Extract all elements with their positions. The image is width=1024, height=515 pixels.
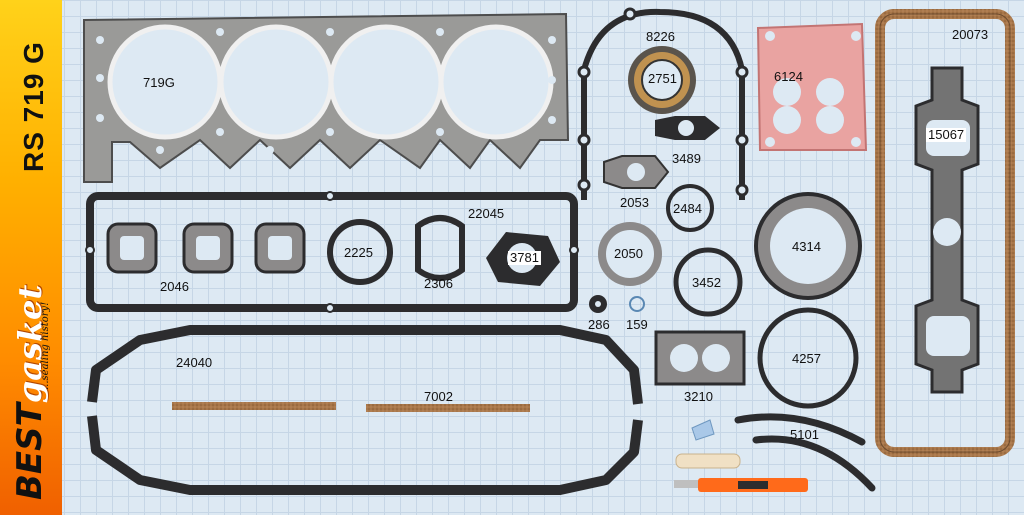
part-label-286: 286 (588, 317, 610, 332)
part-label-22045: 22045 (468, 206, 505, 221)
part-label-2751: 2751 (648, 71, 677, 86)
part-label-159: 159 (626, 317, 648, 332)
part-label-4257: 4257 (792, 351, 821, 366)
cork-strip-right (366, 404, 530, 412)
part-label-6124: 6124 (774, 69, 803, 84)
part-label-3489: 3489 (672, 151, 701, 166)
part-label-2050: 2050 (614, 246, 643, 261)
part-label-8226: 8226 (646, 29, 675, 44)
ring-3452 (673, 247, 743, 317)
cream-pad (675, 453, 741, 469)
side-cover-gasket (85, 191, 579, 313)
ring-2050 (598, 222, 662, 286)
part-label-7002: 7002 (424, 389, 453, 404)
part-label-3210: 3210 (684, 389, 713, 404)
part-label-20073: 20073 (952, 27, 989, 42)
timing-cover-gasket (581, 8, 745, 200)
carb-base-gasket (756, 22, 868, 151)
valve-cover-gasket (875, 9, 1015, 457)
crank-seal (628, 46, 696, 114)
part-label-2046: 2046 (160, 279, 189, 294)
manifold-gasket (914, 66, 980, 394)
ring-2484 (666, 184, 714, 232)
ring-4257 (757, 307, 859, 409)
part-label-2053: 2053 (620, 195, 649, 210)
head-gasket (83, 12, 570, 183)
ring-4314 (754, 192, 862, 300)
part-label-15067: 15067 (926, 127, 967, 142)
cork-strip-left (172, 402, 336, 410)
oil-pan-rail-upper (87, 325, 643, 405)
part-label-2225: 2225 (344, 245, 373, 260)
part-label-4314: 4314 (792, 239, 821, 254)
part-label-2484: 2484 (673, 201, 702, 216)
utility-knife (674, 478, 808, 492)
part-label-24040: 24040 (176, 355, 213, 370)
part-label-5101: 5101 (790, 427, 819, 442)
blue-clip (691, 419, 715, 441)
part-label-3781: 3781 (508, 250, 541, 265)
rope-seal-upper (734, 413, 866, 446)
part-label-3452: 3452 (692, 275, 721, 290)
brand-side-band: RS 719 G BESTgasket ...sealing history! (0, 0, 62, 515)
oil-pan-rail-lower (87, 415, 643, 495)
oring-159 (629, 296, 645, 312)
ring-2225 (327, 219, 393, 285)
rope-seal-lower (752, 435, 876, 492)
part-label-2306: 2306 (424, 276, 453, 291)
carb-gasket-3210 (654, 330, 746, 386)
part-label-719g: 719G (143, 75, 175, 90)
fuel-pump-gasket (415, 215, 465, 281)
